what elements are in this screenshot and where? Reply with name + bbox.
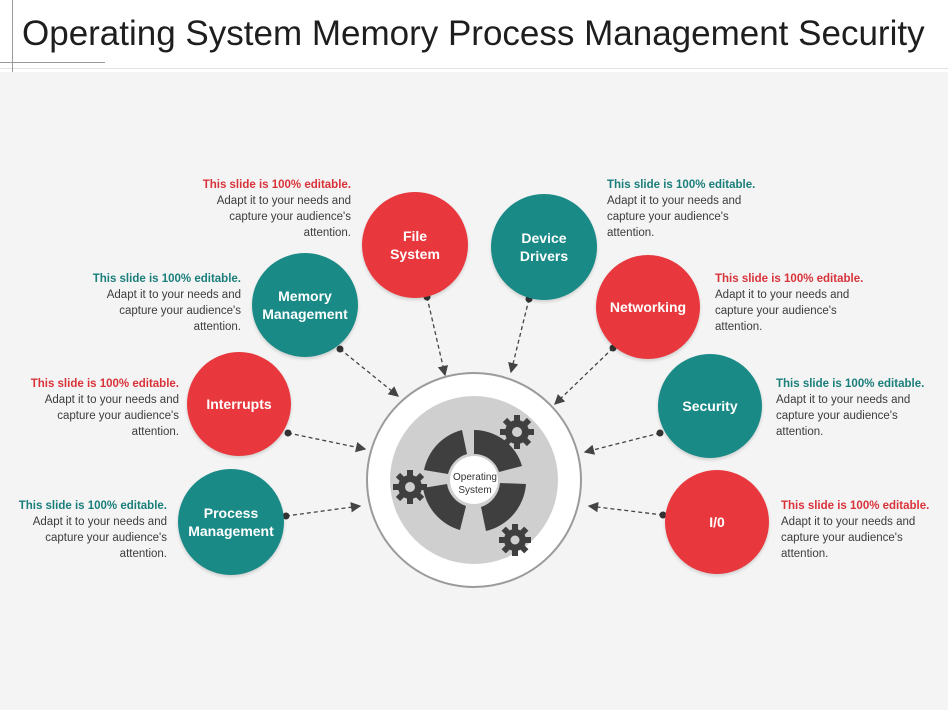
center-label: Operating System <box>453 472 497 496</box>
note-security: This slide is 100% editable. Adapt it to… <box>776 376 941 440</box>
node-io: I/0 <box>665 470 769 574</box>
node-label: Device Drivers <box>519 230 569 264</box>
note-body: Adapt it to your needs and capture your … <box>607 195 742 239</box>
node-label: File System <box>390 228 440 262</box>
note-body: Adapt it to your needs and capture your … <box>32 516 167 560</box>
node-process-management: Process Management <box>178 469 284 575</box>
note-highlight: This slide is 100% editable. <box>202 179 351 191</box>
note-body: Adapt it to your needs and capture your … <box>781 516 916 560</box>
note-highlight: This slide is 100% editable. <box>92 273 241 285</box>
note-body: Adapt it to your needs and capture your … <box>44 394 179 438</box>
note-body: Adapt it to your needs and capture your … <box>715 289 850 333</box>
note-highlight: This slide is 100% editable. <box>30 378 179 390</box>
gear-icon <box>393 470 427 504</box>
node-device-drivers: Device Drivers <box>491 194 597 300</box>
node-label: Interrupts <box>206 396 272 412</box>
note-memory-management: This slide is 100% editable. Adapt it to… <box>76 271 241 335</box>
corner-line-horizontal <box>0 62 105 63</box>
note-body: Adapt it to your needs and capture your … <box>776 394 911 438</box>
node-networking: Networking <box>596 255 700 359</box>
os-ring <box>423 430 526 531</box>
note-highlight: This slide is 100% editable. <box>715 273 864 285</box>
node-file-system: File System <box>362 192 468 298</box>
node-memory-management: Memory Management <box>252 253 358 357</box>
connector-device-drivers <box>508 298 530 374</box>
node-label: Memory Management <box>262 288 348 322</box>
page-title: Operating System Memory Process Manageme… <box>22 14 925 53</box>
node-label: I/0 <box>709 514 725 530</box>
center-core <box>450 456 498 504</box>
note-device-drivers: This slide is 100% editable. Adapt it to… <box>607 177 772 241</box>
note-body: Adapt it to your needs and capture your … <box>106 289 241 333</box>
note-interrupts: This slide is 100% editable. Adapt it to… <box>14 376 179 440</box>
note-io: This slide is 100% editable. Adapt it to… <box>781 498 946 562</box>
note-highlight: This slide is 100% editable. <box>18 500 167 512</box>
node-label: Process Management <box>188 505 274 539</box>
connector-memory-management <box>339 348 400 397</box>
node-label: Security <box>682 398 738 414</box>
note-file-system: This slide is 100% editable. Adapt it to… <box>186 177 351 241</box>
gear-icon <box>500 415 534 449</box>
corner-line-vertical <box>12 0 13 72</box>
connectors <box>285 296 664 517</box>
connector-interrupts <box>287 432 367 453</box>
connector-io <box>587 501 664 516</box>
node-security: Security <box>658 354 762 458</box>
connector-process-management <box>285 502 362 517</box>
note-highlight: This slide is 100% editable. <box>776 378 925 390</box>
note-highlight: This slide is 100% editable. <box>781 500 930 512</box>
note-highlight: This slide is 100% editable. <box>607 179 756 191</box>
gear-icon <box>499 524 531 556</box>
connector-security <box>583 432 661 455</box>
note-body: Adapt it to your needs and capture your … <box>216 195 351 239</box>
node-label: Networking <box>609 299 687 315</box>
note-process-management: This slide is 100% editable. Adapt it to… <box>2 498 167 562</box>
node-interrupts: Interrupts <box>187 352 291 456</box>
connector-networking <box>554 347 614 405</box>
note-networking: This slide is 100% editable. Adapt it to… <box>715 271 880 335</box>
title-bar: Operating System Memory Process Manageme… <box>0 0 948 72</box>
connector-file-system <box>426 296 449 377</box>
